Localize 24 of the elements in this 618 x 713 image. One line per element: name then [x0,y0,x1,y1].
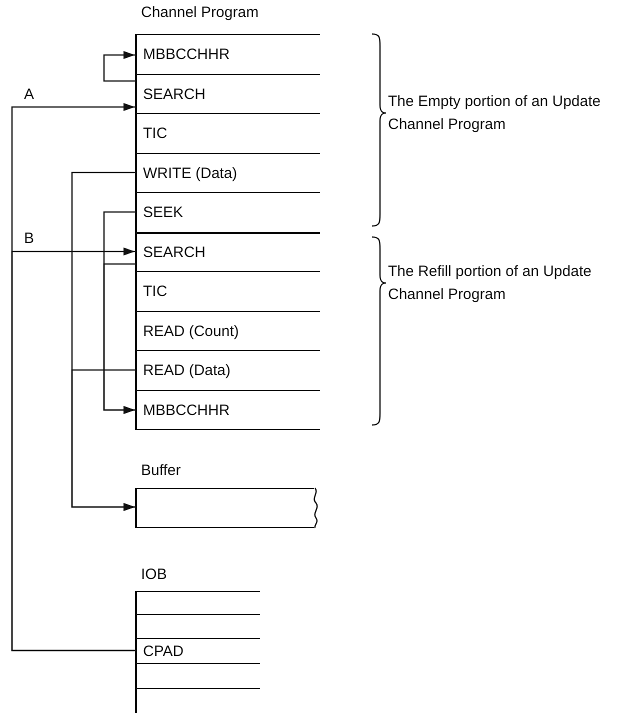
empty-field-row [135,614,260,638]
connector-arrow [11,247,135,652]
note-text: The Refill portion of an Update Channel Program [388,262,592,305]
field-row: SEARCH [135,232,320,271]
field-row: SEEK [135,192,320,232]
empty-field-row [135,688,260,713]
field-row: READ (Data) [135,350,320,390]
field-row: WRITE (Data) [135,153,320,192]
field-row: MBBCCHHR [135,34,320,74]
field-row: MBBCCHHR [135,390,320,430]
connector-arrow [103,50,135,82]
field-row: TIC [135,271,320,311]
empty-field-row [135,663,260,688]
connector-arrow [103,263,135,414]
field-row: READ (Count) [135,311,320,350]
block-heading: IOB [141,566,167,583]
block-heading: Channel Program [141,4,259,21]
connector-arrow [71,369,135,512]
note-text: The Empty portion of an Update Channel Program [388,92,602,135]
field-row: TIC [135,113,320,153]
field-row: SEARCH [135,74,320,113]
block-heading: Buffer [141,462,181,479]
empty-field-row [135,591,260,614]
field-row: CPAD [135,638,260,663]
